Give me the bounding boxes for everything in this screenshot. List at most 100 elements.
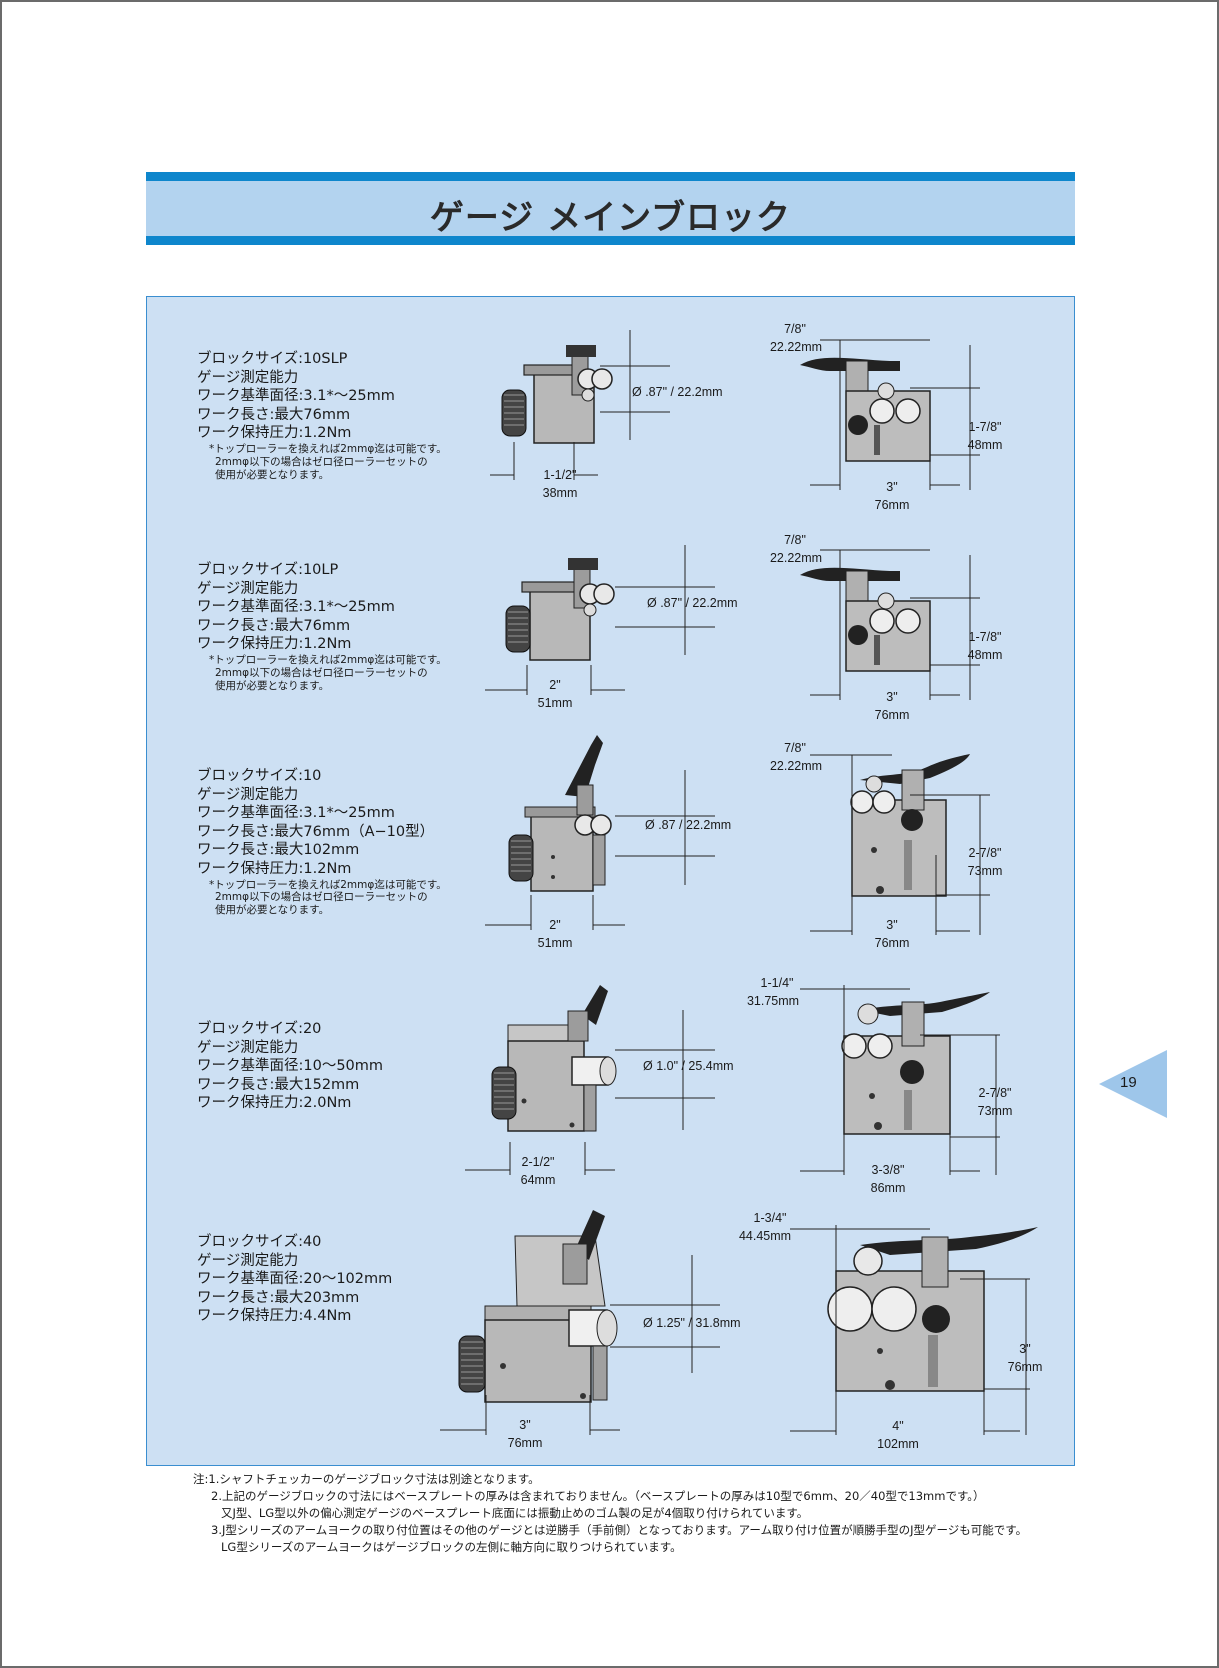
dim-top-mm: 44.45mm: [738, 1229, 792, 1243]
spec-line: ゲージ測定能力: [197, 369, 299, 386]
spec-note: 2mmφ以下の場合はゼロ径ローラーセットの: [215, 666, 428, 679]
banner-bottom-stripe: [146, 236, 1075, 245]
spec-line: ワーク長さ:最大203mm: [197, 1289, 360, 1306]
dim-base-in: 3": [886, 480, 898, 494]
spec-line: ゲージ測定能力: [197, 1039, 299, 1056]
gauge-side-view-20: [491, 985, 617, 1132]
spec-line: ゲージ測定能力: [197, 786, 299, 803]
dim-top-in: 7/8": [784, 322, 806, 336]
spec-block-10slp: ブロックサイズ:10SLP ゲージ測定能力 ワーク基準面径:3.1*〜25mm …: [197, 350, 447, 481]
gauge-front-view-10lp: [800, 567, 931, 672]
dim-width-in: 2": [549, 678, 561, 692]
dim-height-mm: 48mm: [967, 438, 1003, 452]
page-number: 19: [1120, 1074, 1137, 1091]
spec-line: ブロックサイズ:40: [197, 1234, 322, 1250]
dimension-lines-10lp: [485, 545, 715, 695]
dim-top-mm: 31.75mm: [746, 994, 800, 1008]
spec-line: ブロックサイズ:10LP: [197, 562, 339, 578]
spec-block-10: ブロックサイズ:10 ゲージ測定能力 ワーク基準面径:3.1*〜25mm ワーク…: [197, 767, 447, 917]
dim-height-mm: 73mm: [967, 864, 1003, 878]
spec-line: ワーク長さ:最大152mm: [197, 1076, 360, 1093]
dimension-lines-10slp: [490, 330, 670, 480]
spec-line: ワーク長さ:最大76mm（A−10型）: [197, 823, 435, 840]
gauge-side-view-10slp: [501, 345, 613, 444]
dim-top-mm: 22.22mm: [769, 340, 823, 354]
dim-height-mm: 48mm: [967, 648, 1003, 662]
dimension-lines-10: [485, 770, 715, 930]
dimension-lines-front-10slp: [810, 339, 980, 490]
dim-diameter: Ø 1.25" / 31.8mm: [643, 1316, 741, 1330]
spec-note: *トップローラーを換えれば2mmφ迄は可能です。: [209, 878, 447, 891]
dim-top-in: 7/8": [784, 533, 806, 547]
spec-line: ワーク基準面径:10〜50mm: [197, 1058, 384, 1075]
spec-note: 2mmφ以下の場合はゼロ径ローラーセットの: [215, 891, 428, 904]
spec-line: ワーク保持圧力:4.4Nm: [197, 1308, 352, 1325]
dim-base-in: 3-3/8": [871, 1163, 905, 1177]
dimension-lines-front-10lp: [810, 549, 980, 700]
dimension-lines-40: [440, 1255, 720, 1435]
dim-height-mm: 73mm: [977, 1104, 1013, 1118]
dim-diameter: Ø .87 / 22.2mm: [645, 818, 732, 832]
gauge-front-view-10: [850, 754, 970, 897]
dim-top-mm: 22.22mm: [769, 551, 823, 565]
spec-line: ワーク基準面径:3.1*〜25mm: [197, 388, 395, 405]
page-tab-triangle: [1099, 1050, 1167, 1118]
dim-height-in: 2-7/8": [968, 846, 1002, 860]
dim-base-in: 3": [886, 690, 898, 704]
gauge-side-view-10: [508, 735, 612, 892]
gauge-side-view-40: [458, 1210, 618, 1403]
dim-height-mm: 76mm: [1007, 1360, 1043, 1374]
dim-top-in: 7/8": [784, 741, 806, 755]
footnote-line: LG型シリーズのアームヨークはゲージブロックの左側に軸方向に取りつけられています…: [221, 1540, 682, 1554]
dim-height-in: 1-7/8": [968, 630, 1002, 644]
dim-base-mm: 86mm: [870, 1181, 906, 1195]
dim-width-mm: 38mm: [542, 486, 578, 500]
dim-base-mm: 76mm: [874, 708, 910, 722]
spec-note: 2mmφ以下の場合はゼロ径ローラーセットの: [215, 455, 428, 468]
spec-block-20: ブロックサイズ:20 ゲージ測定能力 ワーク基準面径:10〜50mm ワーク長さ…: [197, 1020, 383, 1113]
gauge-side-view-10lp: [505, 558, 615, 661]
dimension-lines-front-40: [790, 1225, 1030, 1435]
spec-block-10lp: ブロックサイズ:10LP ゲージ測定能力 ワーク基準面径:3.1*〜25mm ワ…: [197, 561, 447, 692]
spec-line: ワーク長さ:最大76mm: [197, 617, 351, 634]
dim-base-mm: 76mm: [874, 936, 910, 950]
footnote-line: 又J型、LG型以外の偏心測定ゲージのベースプレート底面には振動止めのゴム製の足が…: [221, 1506, 809, 1520]
spec-line: ブロックサイズ:20: [197, 1021, 322, 1037]
spec-line: ワーク基準面径:3.1*〜25mm: [197, 599, 395, 616]
footnotes: 注:1.シャフトチェッカーのゲージブロック寸法は別途となります。 2.上記のゲー…: [193, 1471, 1027, 1556]
spec-note: *トップローラーを換えれば2mmφ迄は可能です。: [209, 442, 447, 455]
spec-line: ワーク保持圧力:1.2Nm: [197, 636, 352, 653]
banner-top-stripe: [146, 172, 1075, 181]
spec-line: ワーク長さ:最大76mm: [197, 406, 351, 423]
dim-width-mm: 64mm: [520, 1173, 556, 1187]
spec-line: ワーク基準面径:20〜102mm: [197, 1271, 393, 1288]
spec-line: ワーク基準面径:3.1*〜25mm: [197, 805, 395, 822]
spec-line: ワーク保持圧力:1.2Nm: [197, 860, 352, 877]
spec-line: ブロックサイズ:10SLP: [197, 351, 348, 367]
dim-width-mm: 51mm: [537, 936, 573, 950]
dim-width-mm: 76mm: [507, 1436, 543, 1450]
spec-line: ゲージ測定能力: [197, 1252, 299, 1269]
dim-width-mm: 51mm: [537, 696, 573, 710]
dim-width-in: 2": [549, 918, 561, 932]
page-title: ゲージ メインブロック: [429, 198, 792, 238]
dim-width-in: 1-1/2": [543, 468, 577, 482]
dimension-lines-front-10: [810, 754, 990, 935]
dimension-lines-front-20: [800, 985, 1000, 1175]
dim-base-mm: 76mm: [874, 498, 910, 512]
gauge-front-view-10slp: [800, 357, 931, 462]
dim-diameter: Ø .87" / 22.2mm: [632, 385, 723, 399]
gauge-front-view-20: [841, 992, 990, 1135]
spec-note: 使用が必要となります。: [215, 468, 330, 481]
footnote-line: 3.J型シリーズのアームヨークの取り付位置はその他のゲージとは逆勝手（手前側）と…: [211, 1523, 1028, 1537]
dim-top-mm: 22.22mm: [769, 759, 823, 773]
dim-base-mm: 102mm: [877, 1437, 919, 1451]
dim-base-in: 4": [892, 1419, 904, 1433]
spec-line: ワーク長さ:最大102mm: [197, 842, 360, 859]
dim-width-in: 2-1/2": [521, 1155, 555, 1169]
dim-diameter: Ø .87" / 22.2mm: [647, 596, 738, 610]
spec-line: ブロックサイズ:10: [197, 768, 322, 784]
spec-block-40: ブロックサイズ:40 ゲージ測定能力 ワーク基準面径:20〜102mm ワーク長…: [197, 1233, 392, 1326]
dimension-lines-20: [465, 1010, 715, 1175]
